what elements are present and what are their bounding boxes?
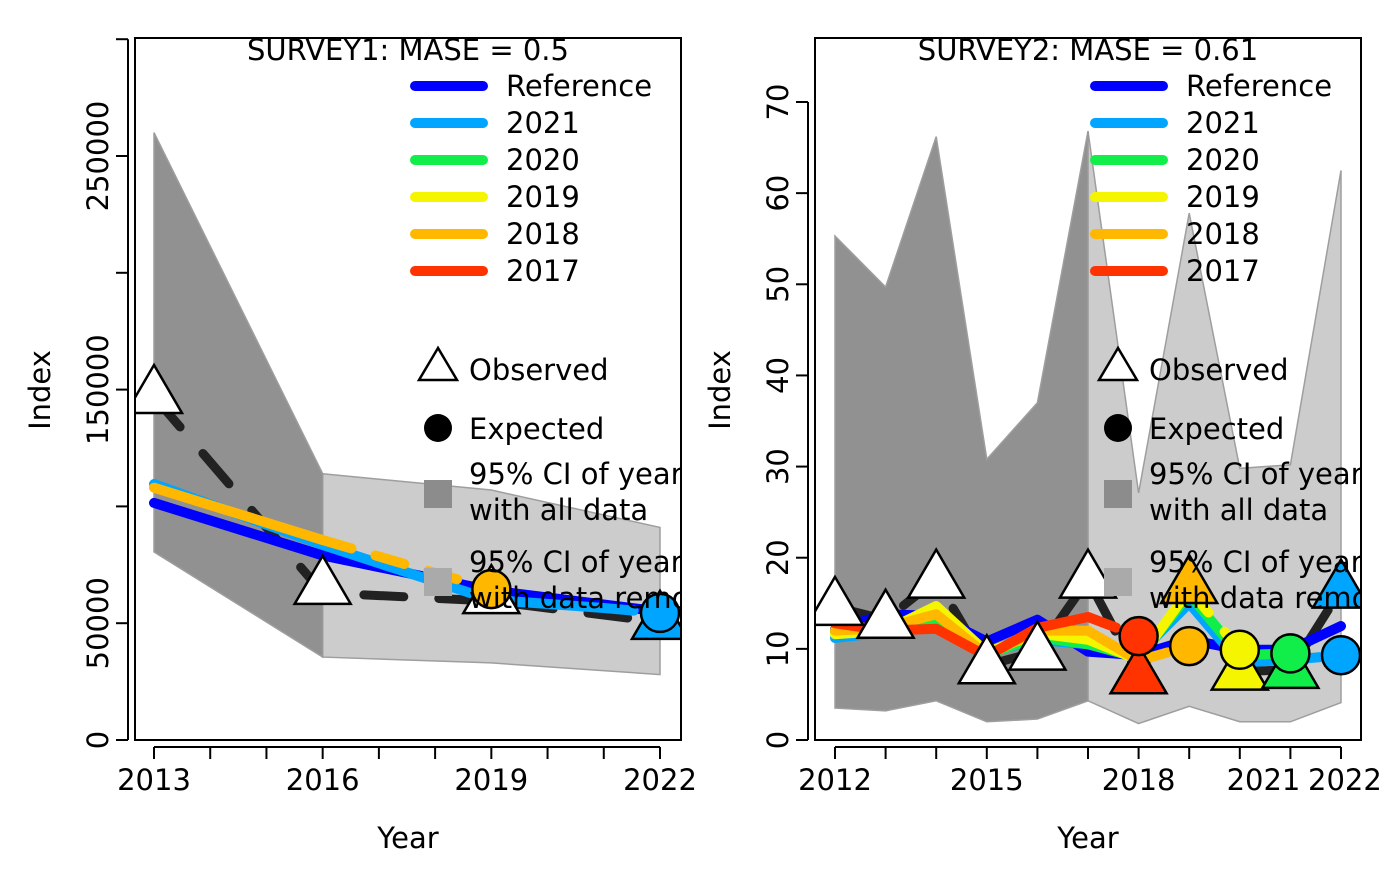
y-tick-label: 150000 [81, 334, 115, 445]
ci-all-data-band [153, 132, 324, 659]
chart-title: SURVEY2: MASE = 0.61 [918, 33, 1258, 67]
legend-label: Expected [1149, 412, 1284, 446]
x-tick-label: 2013 [117, 763, 191, 797]
observed-point [1007, 619, 1068, 671]
y-axis-label: Index [23, 350, 57, 430]
legend-label: with data removed [1149, 581, 1400, 615]
legend-label: 2017 [1186, 254, 1260, 288]
y-tick-label: 250000 [81, 101, 115, 212]
legend-observed-triangle-icon [1096, 345, 1140, 382]
legend-expected-circle-icon [424, 414, 452, 442]
expected-point-2018 [1168, 625, 1210, 667]
legend-label: 95% CI of year [1149, 457, 1363, 491]
y-tick-label: 20 [761, 539, 795, 576]
expected-point-2021 [639, 592, 681, 634]
legend-ci-all-square-icon [424, 480, 452, 508]
y-tick-label: 0 [761, 731, 795, 749]
legend-ci-removed-square-icon [424, 568, 452, 596]
observed-point [906, 547, 967, 599]
legend-label: 95% CI of year [469, 457, 683, 491]
observed-point [956, 632, 1017, 685]
legend-label: with all data [469, 493, 648, 527]
legend-label: 2021 [506, 106, 580, 140]
legend-label: Reference [506, 69, 652, 103]
expected-point-2019 [1219, 629, 1261, 671]
legend-ci-removed-square-icon [1104, 568, 1132, 596]
observed-point [135, 362, 185, 415]
legend: Reference20212020201920182017ObservedExp… [1090, 69, 1400, 615]
plot-area [815, 131, 1361, 725]
x-tick-label: 2015 [950, 763, 1024, 797]
expected-point-2018 [471, 568, 512, 610]
legend-label: 2020 [506, 143, 580, 177]
observed-point [1310, 557, 1361, 609]
expected-point-2017 [1118, 615, 1159, 657]
y-tick-label: 50000 [81, 577, 115, 669]
expected-point-2020 [1270, 633, 1311, 674]
legend-label: 2019 [506, 180, 580, 214]
legend-label: 2019 [1186, 180, 1260, 214]
y-axis-label: Index [703, 350, 737, 430]
legend-label: with data removed [469, 581, 743, 615]
legend-label: 2017 [506, 254, 580, 288]
legend: Reference20212020201920182017ObservedExp… [410, 69, 743, 615]
x-tick-label: 2021 [1227, 763, 1301, 797]
ci-data-removed-band [1087, 131, 1342, 725]
expected-point-2021 [1320, 634, 1361, 676]
observed-point [815, 574, 866, 627]
legend-label: 2020 [1186, 143, 1260, 177]
observed-point [1108, 642, 1169, 695]
legend-label: with all data [1149, 493, 1328, 527]
y-tick-label: 70 [761, 84, 795, 121]
observed-point [1159, 552, 1220, 605]
y-tick-label: 10 [761, 630, 795, 667]
observed-point [855, 587, 916, 639]
y-tick-label: 0 [81, 731, 115, 749]
observed-line [149, 392, 665, 627]
x-tick-label: 2022 [1308, 763, 1382, 797]
plot-box [814, 37, 1362, 741]
series-projection-2017 [1083, 611, 1144, 642]
plot-box [134, 37, 682, 741]
x-tick-label: 2012 [798, 763, 872, 797]
legend-label: Observed [469, 353, 609, 387]
x-tick-label: 2022 [623, 763, 697, 797]
legend-ci-all-square-icon [1104, 480, 1132, 508]
x-axis-label: Year [376, 821, 438, 855]
legend-expected-circle-icon [1104, 414, 1132, 442]
x-tick-label: 2018 [1102, 763, 1176, 797]
legend-label: 2021 [1186, 106, 1260, 140]
y-tick-label: 40 [761, 357, 795, 394]
legend-observed-triangle-icon [416, 345, 460, 382]
plot-area [135, 132, 681, 676]
x-tick-label: 2016 [286, 763, 360, 797]
x-axis-label: Year [1056, 821, 1118, 855]
legend-label: Reference [1186, 69, 1332, 103]
legend-label: Observed [1149, 353, 1289, 387]
y-tick-label: 30 [761, 448, 795, 485]
y-tick-label: 50 [761, 266, 795, 303]
legend-label: 2018 [1186, 217, 1260, 251]
series-projection-2021 [598, 603, 665, 618]
legend-label: 95% CI of year [469, 545, 683, 579]
chart-title: SURVEY1: MASE = 0.5 [247, 33, 569, 67]
legend-label: Expected [469, 412, 604, 446]
observed-point [292, 553, 353, 606]
legend-label: 2018 [506, 217, 580, 251]
legend-label: 95% CI of year [1149, 545, 1363, 579]
series-line-2018 [149, 482, 328, 546]
y-tick-label: 60 [761, 175, 795, 212]
observed-point [1057, 547, 1119, 599]
x-tick-label: 2019 [454, 763, 528, 797]
